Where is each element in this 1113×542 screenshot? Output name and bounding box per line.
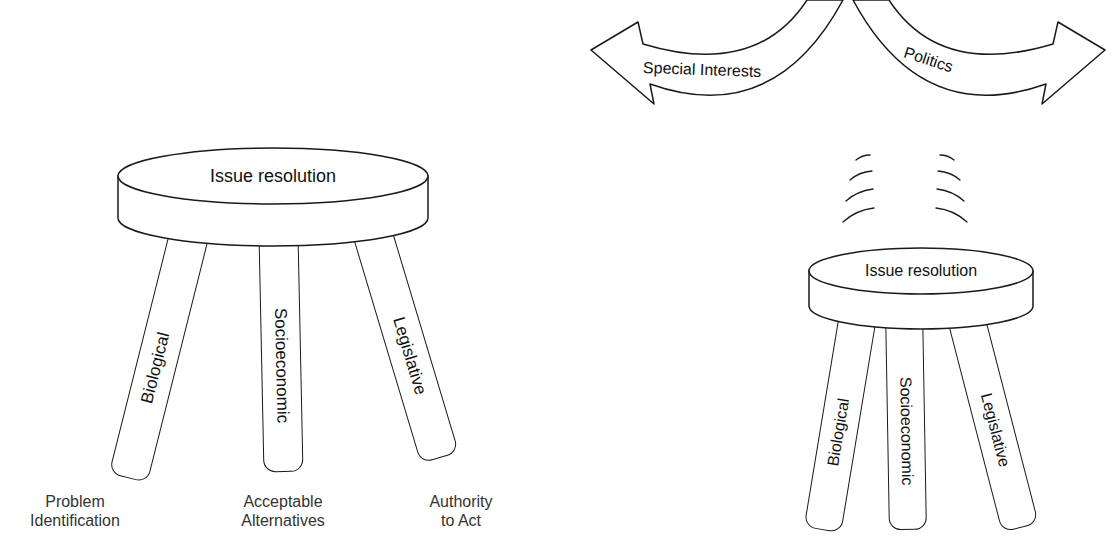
wave-stroke bbox=[938, 171, 960, 180]
leg-label: Legislative bbox=[389, 314, 431, 397]
wave-stroke bbox=[936, 208, 967, 222]
wave-stroke bbox=[856, 155, 870, 160]
stool-leg: Socioeconomic bbox=[258, 236, 303, 473]
curved-arrow: Special Interests bbox=[580, 0, 850, 112]
seat-label: Issue resolution bbox=[210, 166, 336, 187]
stool-leg: Legislative bbox=[353, 226, 459, 464]
leg-label: Socioeconomic bbox=[270, 308, 292, 424]
stool-leg: Biological bbox=[109, 227, 210, 483]
stool-seat: Issue resolution bbox=[116, 146, 430, 254]
wave-stroke bbox=[850, 171, 872, 180]
leg-label: Biological bbox=[137, 330, 174, 405]
seat-top bbox=[809, 248, 1033, 294]
seat-outline bbox=[116, 146, 430, 254]
stool-leg: Legislative bbox=[946, 307, 1039, 532]
stool-leg: Socioeconomic bbox=[885, 312, 927, 531]
leg-label: Biological bbox=[823, 397, 852, 468]
wave-stroke bbox=[940, 155, 954, 160]
stool-leg: Biological bbox=[803, 309, 877, 533]
wave-stroke bbox=[846, 189, 873, 201]
stool-seat: Issue resolution bbox=[806, 246, 1036, 342]
arrow-band bbox=[853, 0, 1105, 104]
leg-role-caption: Acceptable Alternatives bbox=[231, 492, 335, 530]
arrow-outline bbox=[580, 0, 850, 112]
seat-label: Issue resolution bbox=[865, 262, 977, 280]
leg-label: Socioeconomic bbox=[896, 377, 916, 486]
wave-stroke bbox=[937, 189, 964, 201]
leg-role-caption: Problem Identification bbox=[16, 492, 134, 530]
arrow-band bbox=[591, 0, 843, 104]
arrow-outline bbox=[826, 0, 1110, 112]
curved-arrow: Politics bbox=[826, 0, 1110, 112]
wave-stroke bbox=[843, 208, 874, 222]
leg-label: Legislative bbox=[977, 391, 1014, 469]
leg-role-caption: Authority to Act bbox=[423, 492, 499, 530]
seat-top bbox=[118, 148, 428, 204]
seat-outline bbox=[806, 246, 1036, 342]
